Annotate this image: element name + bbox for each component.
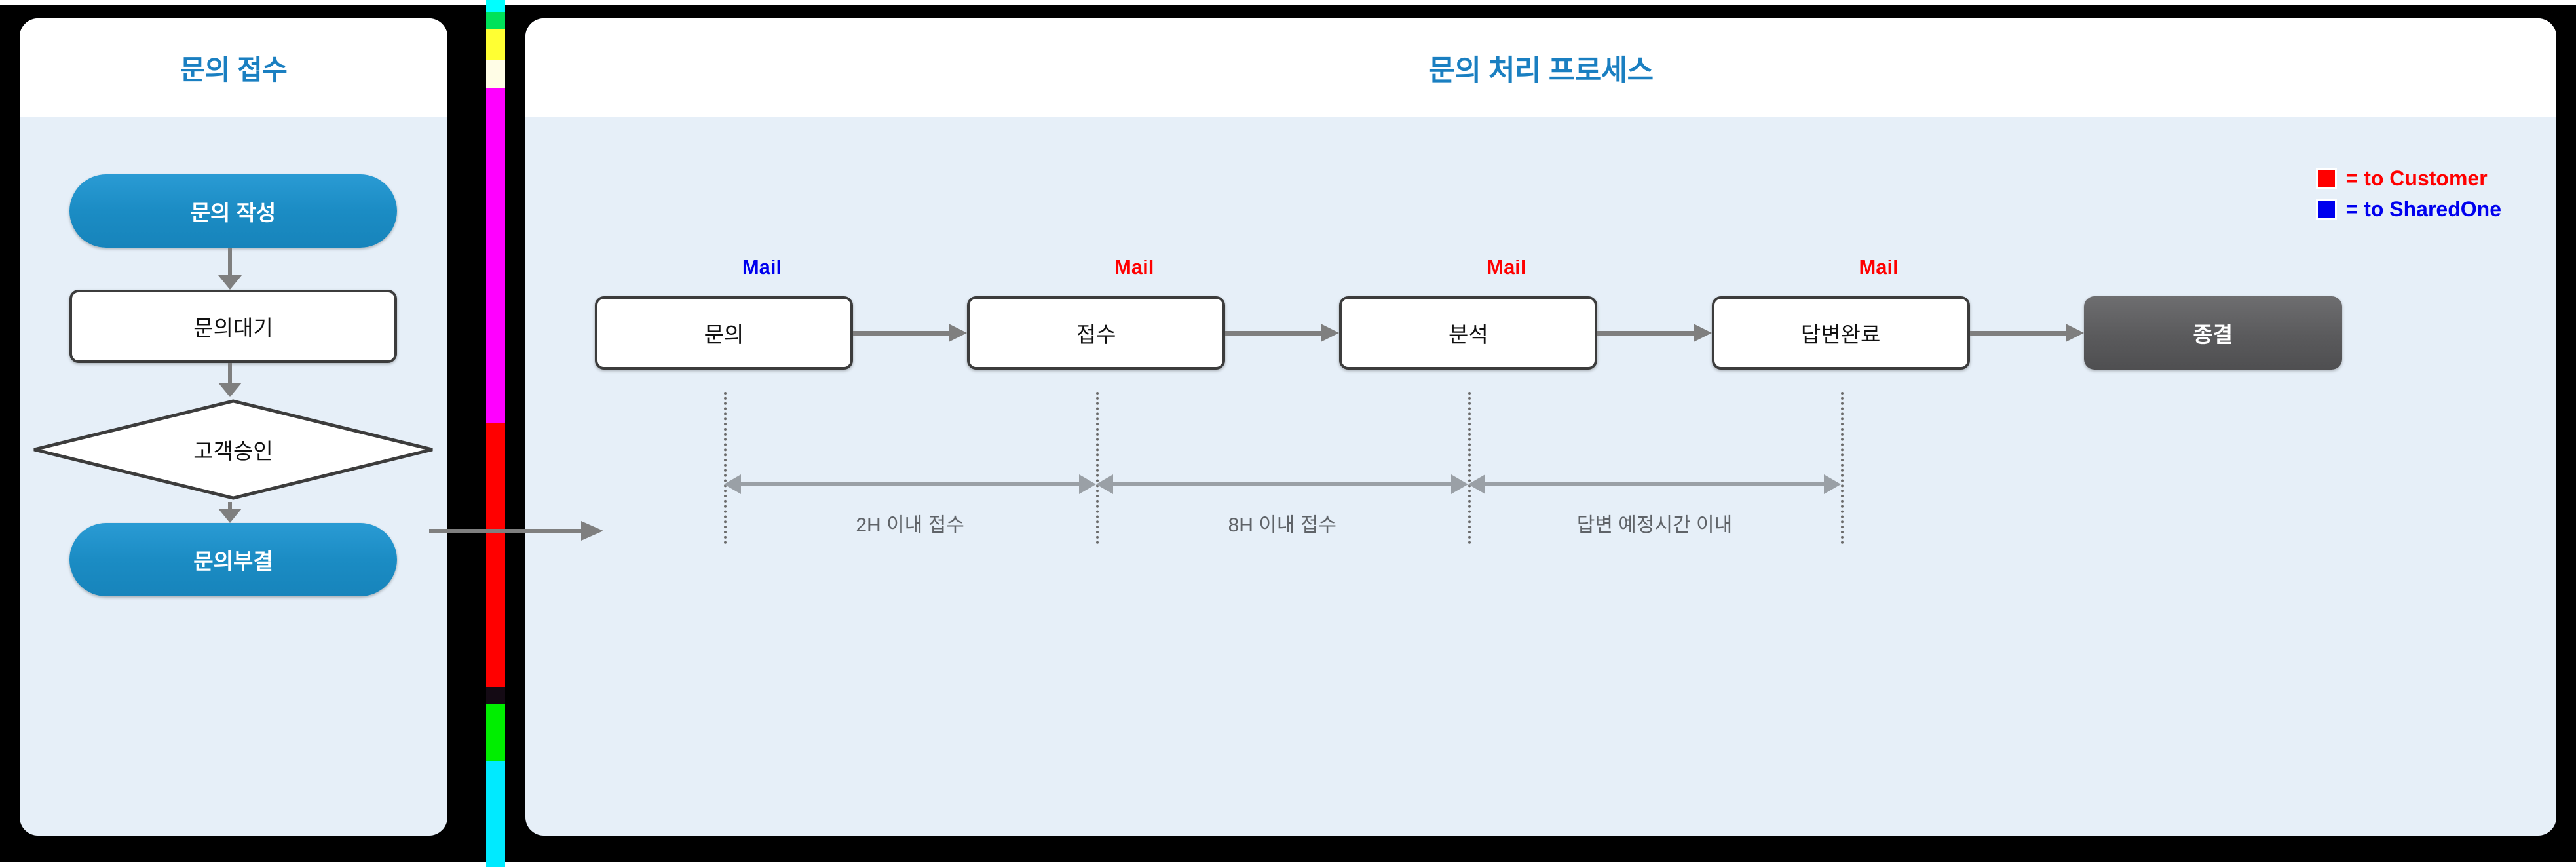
legend-row-1: = to SharedOne: [2315, 197, 2501, 222]
sla-bar: [1112, 482, 1453, 486]
color-strip-segment-5: [486, 423, 505, 687]
panel-left-header: 문의 접수: [20, 18, 447, 117]
node-inquiry-reject[interactable]: 문의부결: [69, 523, 397, 596]
sla-marker-1: 2H 이내 접수: [724, 474, 1097, 548]
panel-right-title: 문의 처리 프로세스: [1428, 54, 1654, 87]
arrowhead-create-to-wait: [218, 275, 242, 290]
process-step-5-label: 종결: [2193, 322, 2233, 347]
mail-label-3: Mail: [1487, 256, 1526, 279]
process-step-2[interactable]: 접수: [967, 296, 1226, 370]
arrowhead: [949, 324, 968, 342]
connector-approval-to-process: [429, 521, 603, 541]
process-step-1[interactable]: 문의: [595, 296, 853, 370]
node-inquiry-wait-label: 문의대기: [193, 316, 273, 340]
panel-left-title: 문의 접수: [180, 54, 288, 85]
connector-approval-to-reject: [228, 502, 232, 509]
panel-left-body: 문의 작성 문의대기 고객승인 문의부결: [20, 117, 447, 836]
sla-arrowhead-left: [1096, 474, 1114, 494]
sla-bar: [1484, 482, 1825, 486]
connector-shaft: [1597, 331, 1694, 336]
connector-shaft: [1225, 331, 1321, 336]
guide-line-3: [1468, 392, 1471, 544]
sla-arrowhead-left: [724, 474, 741, 494]
color-strip-segment-2: [486, 29, 505, 60]
node-customer-approval-label: 고객승인: [193, 439, 273, 463]
panel-right-body: = to Customer = to SharedOne 문의 Mail 접수 Mail…: [525, 117, 2556, 836]
sla-caption-3: 답변 예정시간 이내: [1576, 514, 1733, 536]
legend-swatch-icon-0: [2315, 168, 2337, 189]
color-strip: [486, 0, 505, 867]
process-step-2-label: 접수: [1076, 322, 1116, 347]
mail-label-2: Mail: [1114, 256, 1154, 279]
arrowhead: [1321, 324, 1340, 342]
sla-marker-3: 답변 예정시간 이내: [1468, 474, 1841, 548]
connector-step-1-to-2: [853, 324, 968, 342]
connector-shaft: [1969, 331, 2066, 336]
process-step-4[interactable]: 답변완료: [1711, 296, 1970, 370]
arrowhead: [1693, 324, 1712, 342]
panel-inquiry-process: 문의 처리 프로세스 = to Customer = to SharedOne 문…: [525, 18, 2556, 836]
color-strip-segment-0: [486, 0, 505, 12]
process-step-1-label: 문의: [704, 322, 744, 347]
panel-right-header: 문의 처리 프로세스: [525, 18, 2556, 117]
node-inquiry-create[interactable]: 문의 작성: [69, 174, 397, 248]
legend-label-1: = to SharedOne: [2345, 197, 2501, 221]
node-customer-approval[interactable]: 고객승인: [30, 397, 436, 502]
color-strip-segment-7: [486, 704, 505, 761]
connector-shaft: [429, 529, 581, 533]
sla-bar: [740, 482, 1081, 486]
arrowhead: [2065, 324, 2084, 342]
process-step-4-label: 답변완료: [1800, 322, 1881, 347]
process-step-3-label: 분석: [1449, 322, 1488, 347]
sla-arrowhead-right: [1451, 474, 1469, 494]
color-strip-segment-6: [486, 687, 505, 704]
color-strip-segment-4: [486, 88, 505, 423]
sla-arrowhead-right: [1079, 474, 1097, 494]
panel-inquiry-intake: 문의 접수 문의 작성 문의대기 고객승인 문의부결: [20, 18, 447, 836]
node-inquiry-wait[interactable]: 문의대기: [69, 290, 397, 363]
color-strip-segment-3: [486, 60, 505, 88]
sla-caption-1: 2H 이내 접수: [856, 514, 964, 536]
sla-caption-2: 8H 이내 접수: [1228, 514, 1336, 536]
guide-line-4: [1840, 392, 1844, 544]
node-inquiry-reject-label: 문의부결: [193, 549, 273, 573]
legend-row-0: = to Customer: [2315, 166, 2501, 191]
color-strip-segment-8: [486, 761, 505, 867]
legend: = to Customer = to SharedOne: [2315, 166, 2501, 222]
node-inquiry-create-label: 문의 작성: [190, 201, 276, 225]
sla-arrowhead-left: [1468, 474, 1486, 494]
color-strip-segment-1: [486, 12, 505, 29]
process-step-3[interactable]: 분석: [1339, 296, 1598, 370]
legend-swatch-icon-1: [2315, 199, 2337, 220]
diamond-shape-icon: [33, 399, 433, 500]
guide-line-2: [1096, 392, 1099, 544]
connector-step-2-to-3: [1225, 324, 1340, 342]
sla-marker-2: 8H 이내 접수: [1096, 474, 1469, 548]
arrowhead-approval-to-process: [581, 521, 603, 541]
arrowhead-wait-to-approval: [218, 383, 242, 397]
connector-step-3-to-4: [1597, 324, 1712, 342]
process-step-5[interactable]: 종결: [2083, 296, 2342, 370]
connector-step-4-to-5: [1969, 324, 2084, 342]
arrowhead-approval-to-reject: [218, 509, 242, 523]
connector-create-to-wait: [228, 248, 232, 275]
connector-shaft: [853, 331, 949, 336]
sla-arrowhead-right: [1823, 474, 1841, 494]
mail-label-4: Mail: [1859, 256, 1899, 279]
guide-line-1: [724, 392, 727, 544]
mail-label-1: Mail: [742, 256, 782, 279]
legend-label-0: = to Customer: [2345, 166, 2488, 190]
connector-wait-to-approval: [228, 363, 232, 383]
